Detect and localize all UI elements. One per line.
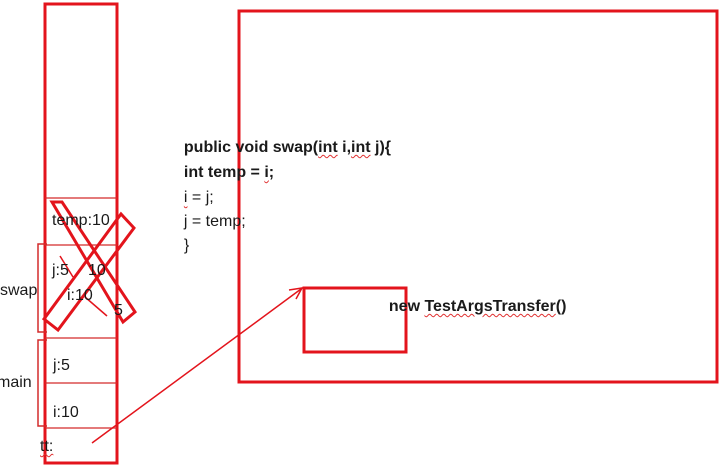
main-frame-bracket (37, 339, 47, 427)
stack-column (43, 2, 119, 465)
i-swap-cell-text: i:10 (67, 287, 93, 304)
value-strike-marks (59, 255, 108, 317)
tt-cell-text: tt: (40, 438, 54, 455)
j-main-cell-text: j:5 (53, 357, 70, 374)
code-line-1: public void swap(int i,int j){ (183, 139, 392, 156)
i-swap-new-value: 5 (114, 302, 123, 319)
code-line-5: } (183, 237, 190, 254)
temp-cell-text: temp:10 (52, 212, 110, 229)
j-swap-new-value: 10 (88, 262, 106, 279)
code-line-3: i = j; (183, 189, 214, 206)
swap-frame-bracket (37, 243, 47, 333)
j-swap-cell-text: j:5 (52, 262, 69, 279)
reference-arrow (91, 287, 304, 444)
heap-object-label: new TestArgsTransfer() (388, 298, 567, 315)
swap-frame-label: swap (0, 282, 38, 299)
code-line-4: j = temp; (183, 213, 246, 230)
heap-area (237, 9, 719, 384)
heap-object-box (302, 286, 408, 354)
main-frame-label: main (0, 374, 32, 391)
i-main-cell-text: i:10 (53, 404, 79, 421)
stack-cell-dividers (45, 197, 117, 429)
code-line-2: int temp = i; (183, 164, 275, 181)
swap-frame-crossout (41, 200, 137, 333)
